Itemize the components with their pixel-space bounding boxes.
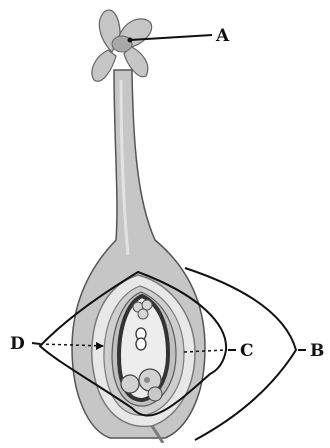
label-d: D	[10, 334, 25, 354]
polar-nuclei	[136, 328, 146, 350]
label-b: B	[310, 341, 324, 361]
label-a: A	[215, 26, 230, 46]
label-c: C	[240, 341, 254, 361]
